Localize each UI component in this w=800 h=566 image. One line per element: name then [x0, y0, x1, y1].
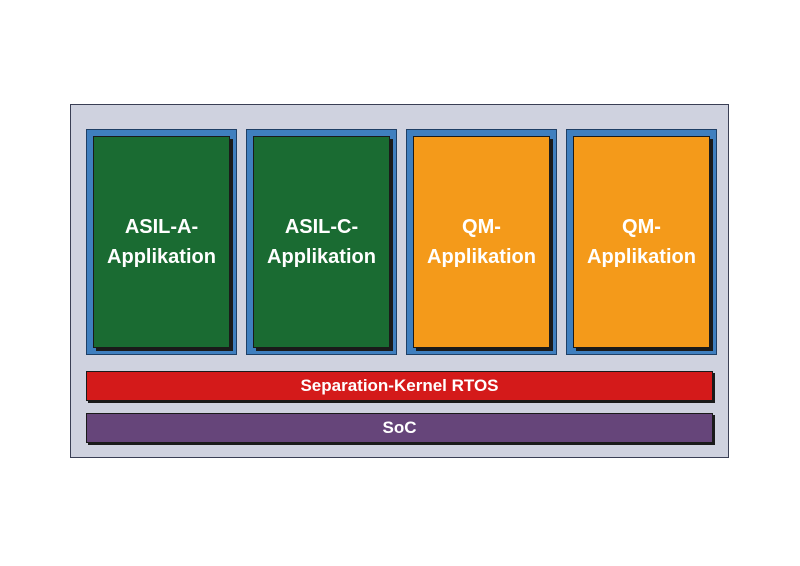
rtos-layer: Separation-Kernel RTOS: [86, 371, 713, 401]
app-label-line2: Applikation: [267, 246, 376, 268]
app-label-line2: Applikation: [587, 246, 696, 268]
app-slot-qm-2: QM- Applikation: [566, 129, 717, 355]
app-label-line2: Applikation: [107, 246, 216, 268]
asil-a-application: ASIL-A- Applikation: [93, 136, 230, 348]
app-slot-asil-c: ASIL-C- Applikation: [246, 129, 397, 355]
qm-application-1: QM- Applikation: [413, 136, 550, 348]
qm-application-2: QM- Applikation: [573, 136, 710, 348]
soc-layer: SoC: [86, 413, 713, 443]
asil-c-application: ASIL-C- Applikation: [253, 136, 390, 348]
app-label-line1: ASIL-C-: [284, 216, 359, 238]
app-label-line1: QM-: [622, 216, 661, 238]
app-label-line1: QM-: [462, 216, 501, 238]
app-slot-qm-1: QM- Applikation: [406, 129, 557, 355]
app-slot-asil-a: ASIL-A- Applikation: [86, 129, 237, 355]
app-label-line1: ASIL-A-: [124, 216, 199, 238]
app-label-line2: Applikation: [427, 246, 536, 268]
